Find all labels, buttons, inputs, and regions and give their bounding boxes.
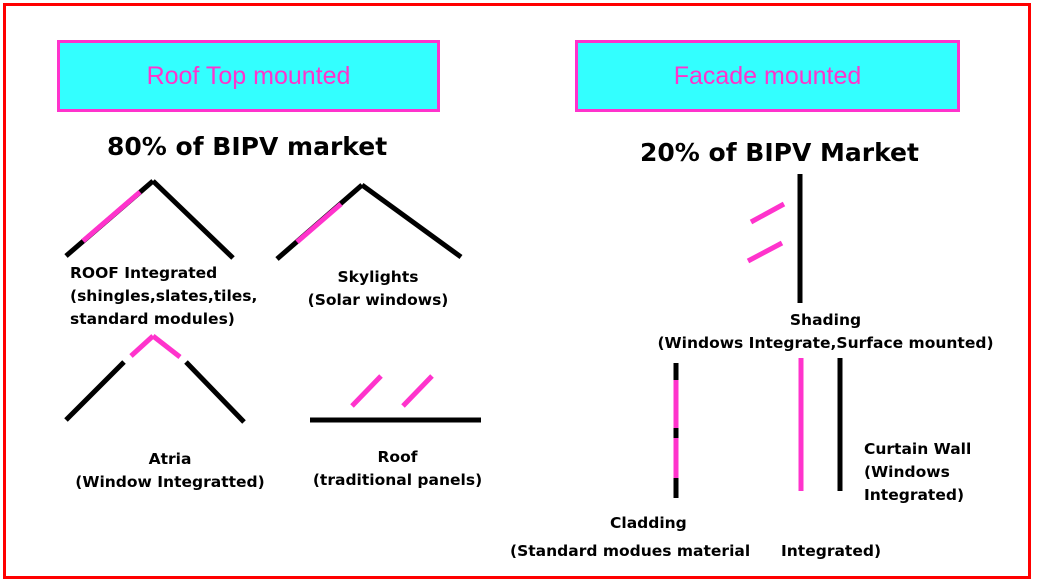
outer-frame	[3, 3, 1031, 579]
skylights-icon	[275, 182, 463, 261]
shading-louver-2	[746, 240, 784, 264]
skylights-right-slope	[360, 182, 463, 260]
shading-title: Shading	[789, 311, 862, 329]
facade-mounted-header: Facade mounted	[575, 40, 960, 112]
curtain-wall-desc-2: Integrated)	[864, 486, 965, 504]
skylights-desc: (Solar windows)	[307, 291, 449, 309]
atria-label: Atria (Window Integratted)	[60, 448, 280, 494]
roof-top-mounted-header-label: Roof Top mounted	[146, 61, 351, 90]
roof-traditional-title: Roof	[377, 448, 418, 466]
atria-left-slope	[64, 360, 126, 422]
skylights-label: Skylights (Solar windows)	[301, 266, 455, 312]
roof-integrated-desc-2: standard modules)	[70, 310, 235, 328]
roof-top-mounted-header: Roof Top mounted	[57, 40, 440, 112]
shading-label: Shading (Windows Integrate,Surface mount…	[638, 309, 1013, 355]
atria-left-glass	[129, 334, 155, 358]
curtain-wall-tail: Integrated)	[781, 542, 882, 560]
curtain-wall-icon	[798, 358, 843, 491]
facade-share-label: 20% of BIPV Market	[640, 138, 919, 167]
roof-share-label: 80% of BIPV market	[107, 132, 388, 161]
curtain-wall-desc-1: (Windows	[864, 463, 950, 481]
roof-traditional-label: Roof (traditional panels)	[310, 446, 485, 492]
roof-integrated-title: ROOF Integrated	[70, 264, 218, 282]
roof-integrated-desc-1: (shingles,slates,tiles,	[70, 287, 258, 305]
atria-icon	[64, 334, 246, 424]
atria-title: Atria	[148, 450, 192, 468]
roof-traditional-desc: (traditional panels)	[312, 471, 483, 489]
facade-mounted-header-label: Facade mounted	[673, 61, 862, 90]
curtain-wall-label: Curtain Wall (Windows Integrated)	[864, 438, 971, 507]
roof-integrated-icon	[64, 179, 235, 260]
roof-integrated-panel	[81, 190, 142, 243]
shading-desc: (Windows Integrate,Surface mounted)	[657, 334, 994, 352]
curtain-wall-title: Curtain Wall	[864, 440, 972, 458]
skylights-title: Skylights	[337, 268, 419, 286]
roof-integrated-right-slope	[151, 179, 235, 260]
skylights-panel	[295, 202, 343, 244]
roof-traditional-icon	[310, 374, 481, 423]
roof-panel-2	[401, 374, 434, 408]
shading-louver-1	[749, 201, 786, 225]
cladding-title: Cladding	[610, 514, 687, 532]
roof-integrated-label: ROOF Integrated (shingles,slates,tiles, …	[70, 262, 257, 331]
atria-right-glass	[151, 334, 182, 359]
atria-desc: (Window Integratted)	[75, 473, 265, 491]
shading-icon	[746, 174, 803, 303]
cladding-desc: (Standard modues material	[510, 542, 751, 560]
roof-panel-1	[350, 374, 383, 408]
atria-right-slope	[184, 360, 246, 424]
